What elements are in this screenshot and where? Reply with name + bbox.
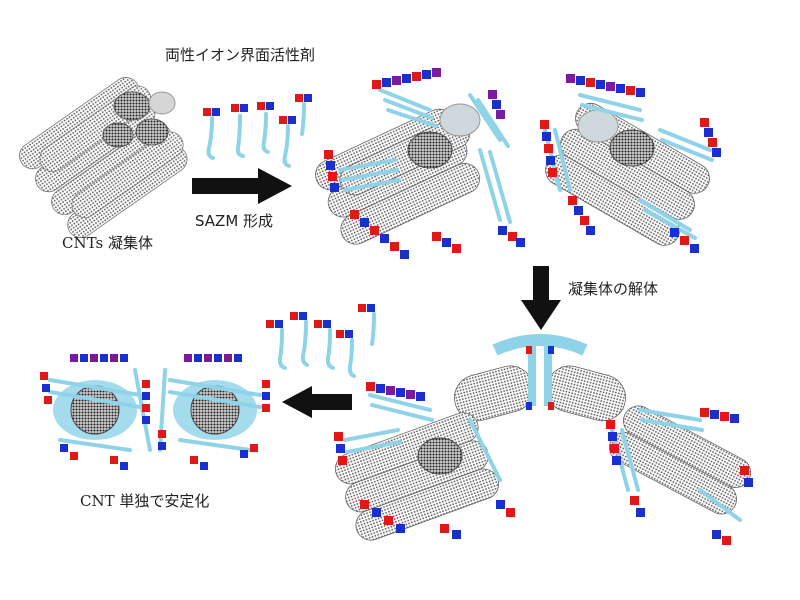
stabilized-cnt-right (158, 354, 270, 470)
surfactant-molecules-top (203, 94, 312, 168)
surfactant-label: 両性イオン界面活性剤 (165, 46, 316, 64)
dissolving-bundles (334, 334, 753, 545)
sazm-formation-label: SAZM 形成 (195, 212, 274, 230)
arrow-down-icon (521, 266, 561, 330)
stabilized-label: CNT 単独で安定化 (80, 492, 210, 510)
arrow-left-icon (282, 386, 352, 418)
surfactant-molecules-bottom (266, 304, 376, 378)
aggregate-label: CNTs 凝集体 (62, 234, 153, 252)
dissolution-label: 凝集体の解体 (568, 280, 659, 298)
sazm-bundle-right (540, 74, 721, 253)
stabilized-cnt-left (40, 354, 152, 470)
arrow-right-icon (192, 168, 292, 204)
sazm-bundle-left (315, 68, 525, 259)
cnt-aggregate (19, 77, 188, 239)
